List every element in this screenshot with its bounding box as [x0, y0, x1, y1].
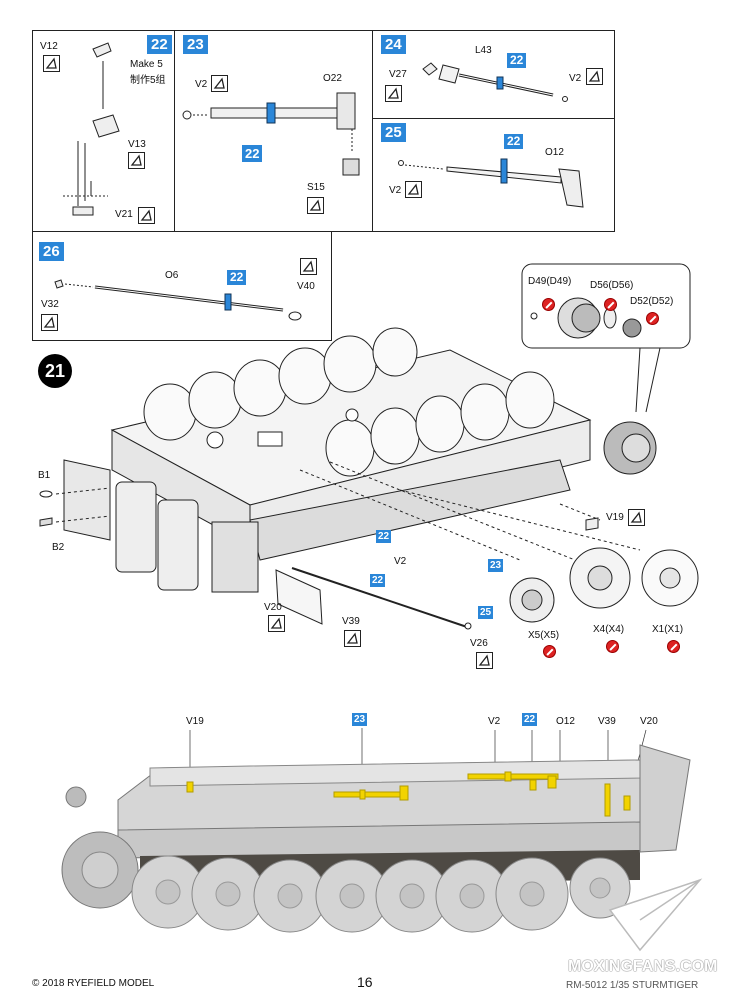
glue-icon: [268, 615, 285, 632]
part-label-v40: V40: [297, 281, 315, 292]
step-ref-chip-22: 22: [227, 270, 247, 285]
step-ref-chip-22: 22: [242, 145, 263, 162]
bracket-part-drawing: [63, 42, 120, 216]
step-number-22: 22: [147, 35, 172, 54]
step-ref-chip-25: 25: [478, 606, 494, 619]
no-glue-icon: [606, 640, 619, 653]
make-count-label-cn: 制作5组: [130, 75, 166, 86]
part-label-v2: V2: [195, 79, 208, 90]
shovel-drawing: [422, 62, 568, 102]
glue-icon: [405, 181, 422, 198]
part-label-d49: D49(D49): [528, 276, 572, 287]
part-label-s15: S15: [307, 182, 325, 193]
page-number: 16: [357, 974, 373, 990]
make-count-label: Make 5: [130, 59, 163, 70]
view-label-v19: V19: [186, 716, 204, 727]
part-label-x1: X1(X1): [652, 624, 684, 635]
part-label-v2: V2: [569, 73, 582, 84]
part-label-x4: X4(X4): [593, 624, 625, 635]
part-label-l43: L43: [475, 45, 492, 56]
part-label-b2: B2: [52, 542, 65, 553]
step-24-panel: 24 L43 V27 22 V2: [372, 30, 615, 119]
step-number-21: 21: [38, 354, 72, 388]
no-glue-icon: [542, 298, 555, 311]
part-label-o12: O12: [545, 147, 564, 158]
watermark-text: MOXINGFANS.COM: [568, 958, 718, 975]
glue-icon: [138, 207, 155, 224]
part-label-o22: O22: [323, 73, 342, 84]
step-ref-chip-22: 22: [504, 134, 524, 149]
glue-icon: [307, 197, 324, 214]
step-22-panel: 22 V12 Make 5 制作5组 V13 V21: [32, 30, 175, 232]
step-23-panel: 23 V2 O22 22 S15: [174, 30, 373, 232]
part-label-v21: V21: [115, 209, 133, 220]
part-label-v19: V19: [606, 512, 624, 523]
step-ref-chip-22: 22: [507, 53, 527, 68]
step-number-25: 25: [381, 123, 406, 142]
step-number-23: 23: [183, 35, 208, 54]
part-label-v13: V13: [128, 139, 146, 150]
part-label-v2: V2: [394, 556, 407, 567]
no-glue-icon: [646, 312, 659, 325]
crowbar-drawing: [54, 279, 302, 321]
part-label-d52: D52(D52): [630, 296, 674, 307]
view-label-v39: V39: [598, 716, 616, 727]
no-glue-icon: [604, 298, 617, 311]
part-label-v39: V39: [342, 616, 360, 627]
view-label-v20: V20: [640, 716, 658, 727]
step-number-26: 26: [39, 242, 64, 261]
product-code: RM-5012 1/35 STURMTIGER: [566, 980, 699, 991]
glue-icon: [586, 68, 603, 85]
glue-icon: [385, 85, 402, 102]
step-ref-chip-22: 22: [376, 530, 392, 543]
view-label-o12: O12: [556, 716, 575, 727]
part-label-v20: V20: [264, 602, 282, 613]
view-label-v2: V2: [488, 716, 501, 727]
glue-icon: [41, 314, 58, 331]
step-25-panel: 25 22 O12 V2: [372, 118, 615, 232]
part-label-d56: D56(D56): [590, 280, 634, 291]
part-label-v32: V32: [41, 299, 59, 310]
step-number-24: 24: [381, 35, 406, 54]
glue-icon: [628, 509, 645, 526]
copyright-text: © 2018 RYEFIELD MODEL: [32, 978, 155, 989]
axe-drawing: [398, 158, 584, 208]
step-26-panel: 26 O6 22 V40 V32: [32, 231, 332, 341]
view-chip-23: 23: [352, 713, 368, 726]
glue-icon: [344, 630, 361, 647]
glue-icon: [211, 75, 228, 92]
glue-icon: [300, 258, 317, 275]
no-glue-icon: [667, 640, 680, 653]
glue-icon: [43, 55, 60, 72]
sledgehammer-drawing: [182, 92, 360, 176]
part-label-v12: V12: [40, 41, 58, 52]
step-ref-chip-23: 23: [488, 559, 504, 572]
no-glue-icon: [543, 645, 556, 658]
step-ref-chip-22: 22: [370, 574, 386, 587]
part-label-x5: X5(X5): [528, 630, 560, 641]
view-chip-22: 22: [522, 713, 538, 726]
glue-icon: [128, 152, 145, 169]
part-label-b1: B1: [38, 470, 51, 481]
part-label-v26: V26: [470, 638, 488, 649]
part-label-v2: V2: [389, 185, 402, 196]
part-label-v27: V27: [389, 69, 407, 80]
part-label-o6: O6: [165, 270, 179, 281]
glue-icon: [476, 652, 493, 669]
